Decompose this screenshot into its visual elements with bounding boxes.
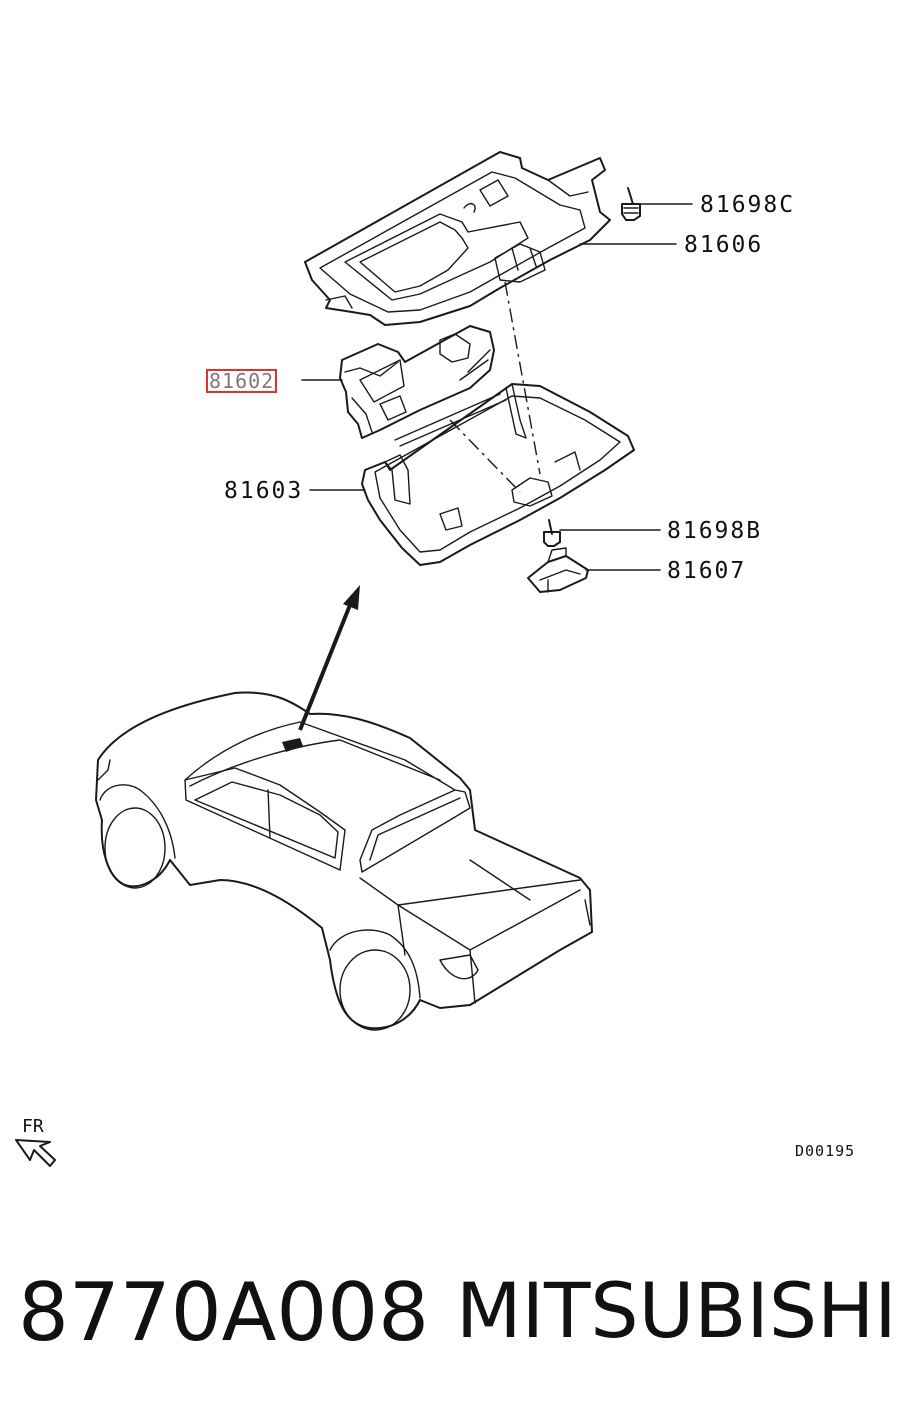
callout-81698b: 81698B — [667, 518, 763, 544]
part-81606-bracket — [304, 151, 611, 326]
assembly-line-2 — [449, 419, 521, 493]
vehicle-outline — [95, 691, 593, 1031]
callout-81603: 81603 — [224, 478, 304, 504]
callout-81607: 81607 — [667, 558, 747, 584]
direction-label: FR — [22, 1116, 44, 1137]
callout-81602-highlighted: 81602 — [206, 369, 278, 393]
location-arrow — [282, 585, 360, 752]
callout-81606: 81606 — [684, 232, 764, 258]
front-direction-arrow-icon — [15, 1139, 56, 1167]
part-81607-bracket — [527, 547, 589, 593]
assembly-line-1 — [504, 281, 541, 475]
part-81602-lamp-unit — [339, 325, 495, 439]
drawing-code: D00195 — [795, 1142, 856, 1160]
part-81603-housing — [361, 383, 635, 566]
part-81698b-clip — [543, 519, 561, 547]
part-number: 8770A008 — [18, 1266, 430, 1359]
callout-81698c: 81698C — [700, 192, 796, 218]
brand-name: MITSUBISHI — [456, 1266, 897, 1355]
